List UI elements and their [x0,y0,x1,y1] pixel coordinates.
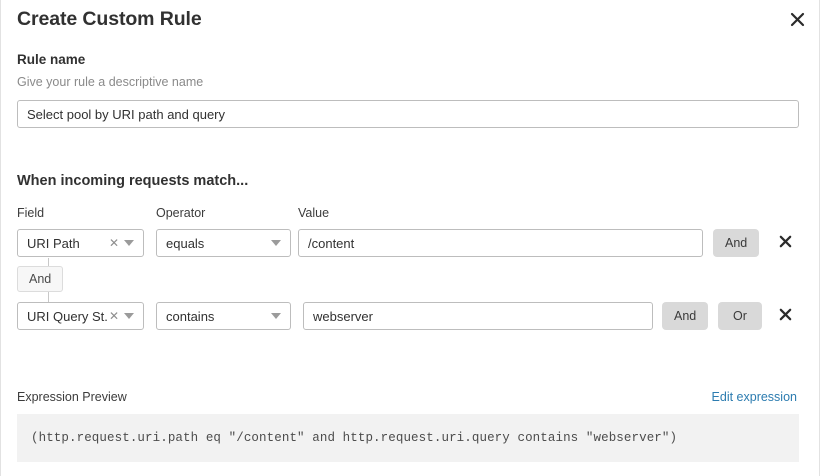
expression-preview-box: (http.request.uri.path eq "/content" and… [17,414,799,462]
connector-and-chip[interactable]: And [17,266,64,292]
close-icon [790,12,805,27]
field-select-2[interactable]: URI Query St... ✕ [17,302,144,330]
condition-connector: And [17,258,137,306]
value-input-1[interactable] [298,229,703,257]
chevron-down-icon [124,240,134,246]
condition-row: URI Path ✕ equals And [1,229,820,259]
clear-icon[interactable]: ✕ [108,236,119,250]
clear-icon[interactable]: ✕ [108,309,119,323]
remove-condition-button-1[interactable] [774,232,796,254]
and-button-1[interactable]: And [713,229,760,257]
operator-select-1[interactable]: equals [156,229,291,257]
expression-preview-label: Expression Preview [17,390,127,404]
field-select-1[interactable]: URI Path ✕ [17,229,144,257]
chevron-down-icon [271,313,281,319]
expression-preview-text: (http.request.uri.path eq "/content" and… [31,431,678,445]
chevron-down-icon [271,240,281,246]
field-select-value: URI Path [27,235,80,251]
rule-name-help-text: Give your rule a descriptive name [17,75,204,89]
close-icon [779,235,792,251]
and-button-2[interactable]: And [662,302,709,330]
operator-select-2[interactable]: contains [156,302,291,330]
chevron-down-icon [124,313,134,319]
operator-select-value: equals [166,235,205,251]
value-input-2[interactable] [303,302,653,330]
column-header-field: Field [17,206,45,220]
or-button-2[interactable]: Or [718,302,762,330]
field-select-value: URI Query St... [27,308,107,324]
remove-condition-button-2[interactable] [774,305,796,327]
condition-row: URI Query St... ✕ contains And Or [1,302,820,332]
close-icon [779,308,792,324]
column-header-operator: Operator [156,206,206,220]
rule-name-label: Rule name [17,52,86,67]
operator-select-value: contains [166,308,215,324]
dialog-title: Create Custom Rule [17,8,202,30]
edit-expression-link[interactable]: Edit expression [711,390,797,404]
column-header-value: Value [298,206,330,220]
dialog-close-button[interactable] [784,6,810,32]
match-section-heading: When incoming requests match... [17,173,249,189]
rule-name-input[interactable] [17,100,799,128]
